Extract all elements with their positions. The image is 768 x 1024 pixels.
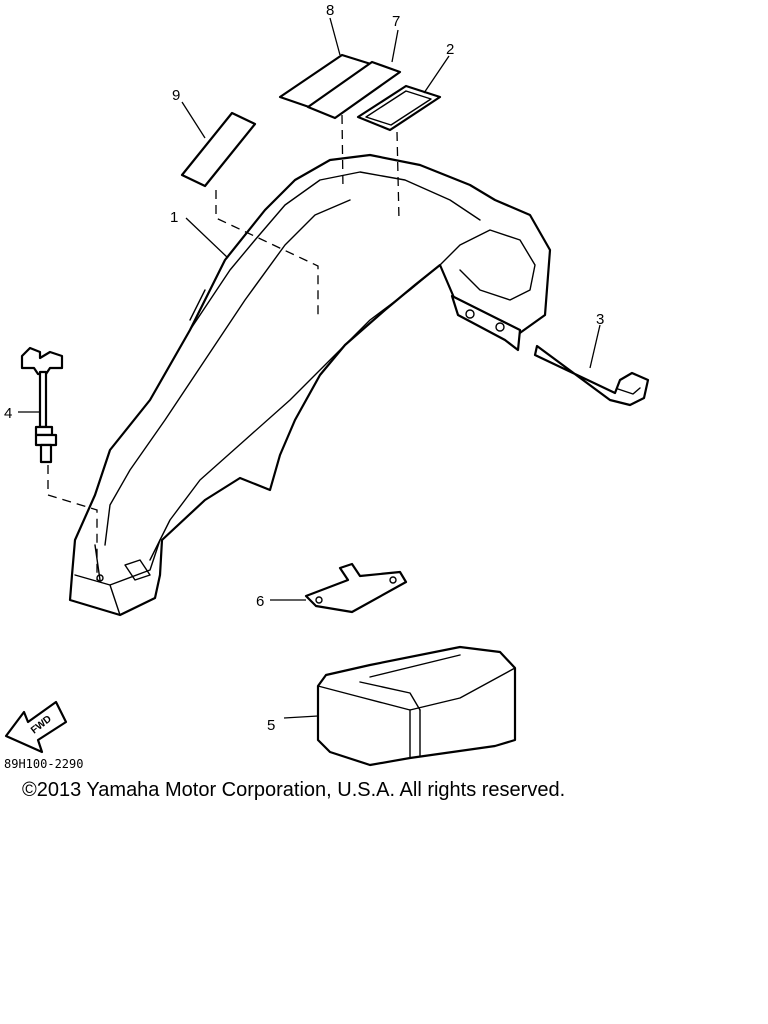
parts-diagram: FWD 89H100-2290 1 2 3 4 5 6 7 8 9	[4, 2, 650, 771]
box-5	[316, 645, 517, 767]
callout-9: 9	[172, 87, 180, 104]
callout-7: 7	[392, 13, 400, 30]
leader-lines	[18, 17, 601, 719]
assembly-lines	[47, 114, 400, 580]
callout-8: 8	[326, 2, 334, 19]
callout-5: 5	[267, 717, 275, 734]
callout-1: 1	[170, 209, 178, 226]
engine-hood	[68, 153, 552, 617]
fwd-arrow-icon: FWD	[4, 700, 68, 754]
bracket-6	[304, 562, 408, 614]
callout-4: 4	[4, 405, 12, 422]
decal-9	[180, 111, 257, 188]
diagram-code: 89H100-2290	[4, 757, 83, 771]
wing-bolt-4	[20, 346, 64, 464]
decal-7	[306, 60, 402, 120]
decal-2	[356, 84, 442, 132]
callout-2: 2	[446, 41, 454, 58]
callout-3: 3	[596, 311, 604, 328]
callout-6: 6	[256, 593, 264, 610]
copyright-notice: ©2013 Yamaha Motor Corporation, U.S.A. A…	[22, 779, 566, 801]
rod-3	[533, 344, 650, 407]
